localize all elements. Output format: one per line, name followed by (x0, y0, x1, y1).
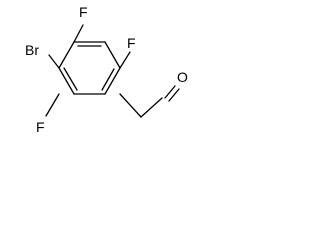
bond-to-aldehyde-carbon (119, 93, 142, 118)
aldehyde-double-bond-inner (168, 88, 180, 102)
molecule-diagram: Br F F F O (0, 0, 194, 138)
aldehyde-ch-bond (140, 97, 163, 118)
bond-to-left-fluorine (45, 93, 60, 117)
ring-bond-left-upper (58, 41, 75, 69)
atom-label-bromine: Br (25, 42, 39, 58)
molecule-structure: Br F F F O (25, 4, 188, 135)
ring-bond-right-lower (104, 67, 121, 95)
ring-bond-left-lower-inner (63, 67, 78, 91)
aldehyde-double-bond-outer (164, 85, 176, 99)
ring-bond-right-lower-inner (101, 68, 115, 91)
atom-label-fluorine-top: F (79, 4, 88, 20)
bond-to-top-fluorine (73, 24, 84, 43)
atom-label-oxygen: O (177, 69, 188, 85)
atom-label-fluorine-left: F (36, 119, 45, 135)
ring-bond-left-lower (58, 67, 75, 95)
bond-to-right-fluorine (119, 51, 131, 69)
ring-bond-right-upper (104, 41, 121, 69)
atom-label-fluorine-right: F (127, 35, 136, 51)
bond-to-bromine (48, 54, 60, 69)
